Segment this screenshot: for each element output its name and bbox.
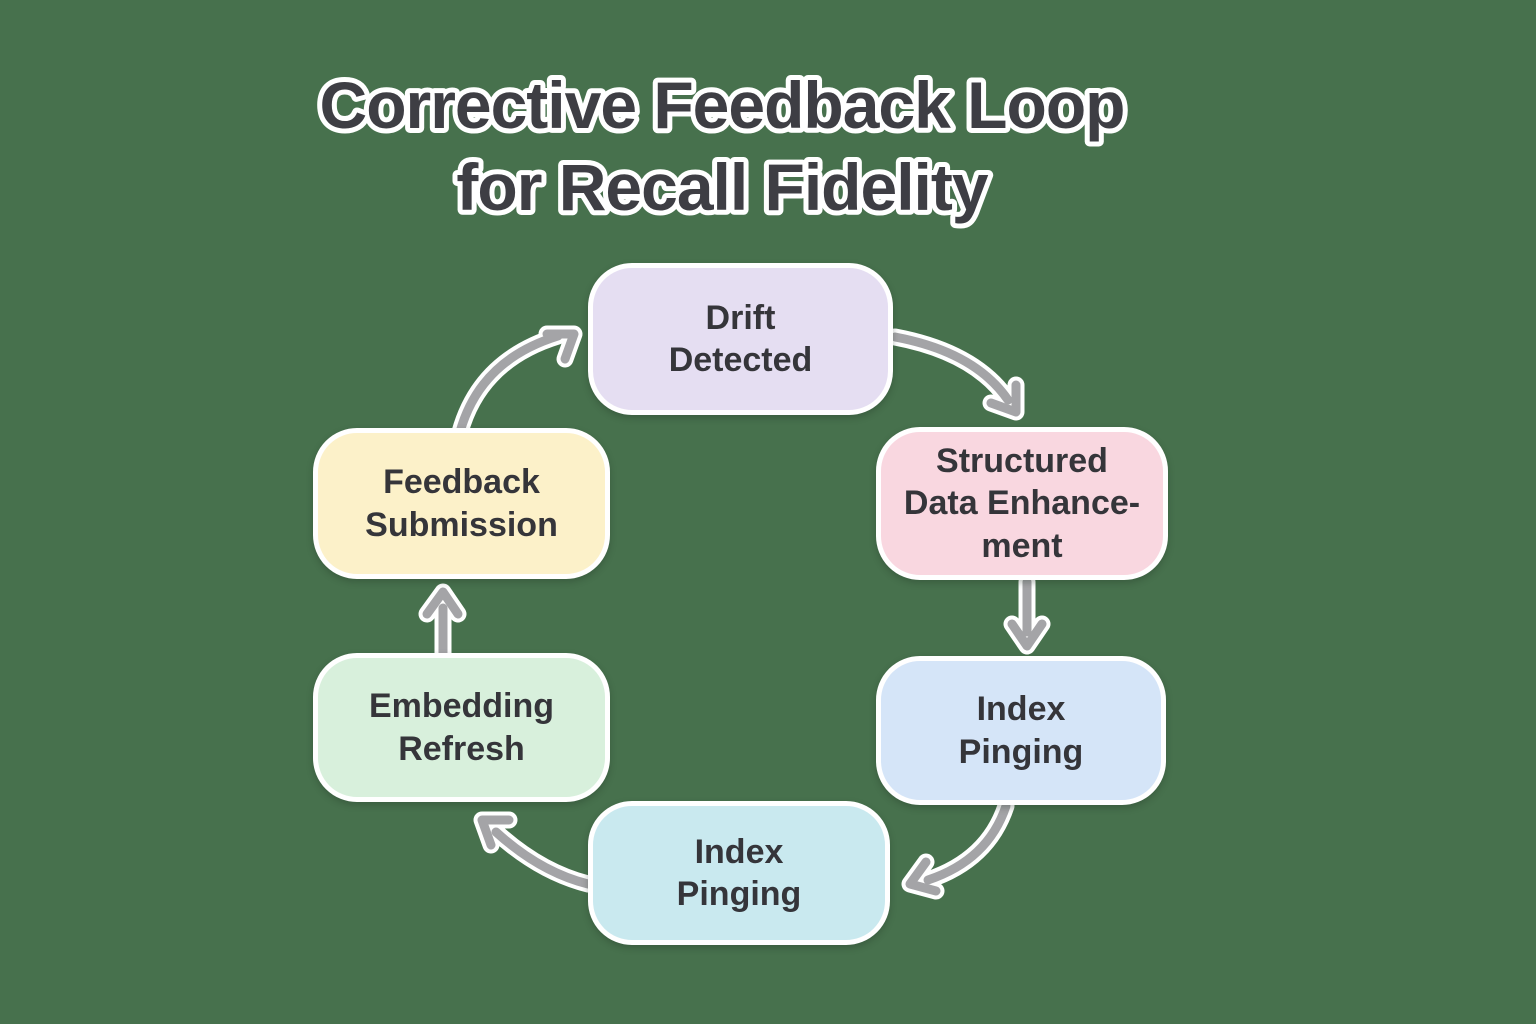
arrow-head-outline (1003, 615, 1051, 655)
arrow-drift-detected-to-structured-data-enhancement (886, 328, 1025, 421)
arrow-line-outline (451, 327, 567, 441)
arrow-head-outline (473, 811, 518, 854)
arrow-head (986, 380, 1021, 417)
arrow-index-pinging-bottom-to-embedding-refresh (473, 811, 597, 893)
arrow-head-outline (538, 325, 583, 368)
arrow-head (477, 815, 514, 850)
node-index-pinging-bottom-label: Index Pinging (676, 832, 802, 914)
arrow-head-outline (418, 583, 467, 623)
arrow-line-outline (919, 797, 1015, 889)
node-embedding-refresh: Embedding Refresh (313, 653, 610, 802)
node-index-pinging-bottom: Index Pinging (588, 801, 890, 945)
arrow-line (455, 331, 563, 437)
arrow-embedding-refresh-to-feedback-submission (418, 583, 467, 664)
arrow-head (905, 857, 941, 896)
node-structured-data-enhancement: Structured Data Enhance- ment (876, 427, 1168, 580)
arrow-structured-data-enhancement-to-index-pinging-right (1003, 573, 1051, 655)
node-index-pinging-right-label: Index Pinging (958, 690, 1084, 771)
arrow-line (890, 332, 1013, 405)
node-structured-data-enhancement-label: Structured Data Enhance- ment (903, 441, 1141, 565)
arrow-head (1007, 619, 1047, 651)
arrow-line (923, 801, 1011, 885)
diagram-title-line1: Corrective Feedback Loop (320, 68, 1125, 142)
arrow-head-outline (982, 376, 1025, 421)
arrow-head (422, 587, 463, 619)
node-drift-detected-label: Drift Detected (668, 298, 813, 380)
diagram-title: Corrective Feedback Loop for Recall Fide… (315, 63, 1131, 229)
arrow-head (542, 329, 579, 364)
arrow-feedback-submission-to-drift-detected (451, 325, 583, 441)
node-feedback-submission: Feedback Submission (313, 428, 610, 579)
diagram-title-line2: for Recall Fidelity (456, 150, 988, 224)
arrow-index-pinging-right-to-index-pinging-bottom (901, 797, 1015, 900)
node-embedding-refresh-label: Embedding Refresh (368, 687, 555, 768)
node-drift-detected: Drift Detected (588, 263, 893, 415)
arrow-line (491, 827, 593, 889)
node-index-pinging-right: Index Pinging (876, 656, 1166, 805)
node-feedback-submission-label: Feedback Submission (365, 463, 558, 544)
arrow-line-outline (886, 328, 1017, 409)
arrow-head-outline (901, 853, 945, 900)
arrow-line-outline (487, 823, 597, 893)
